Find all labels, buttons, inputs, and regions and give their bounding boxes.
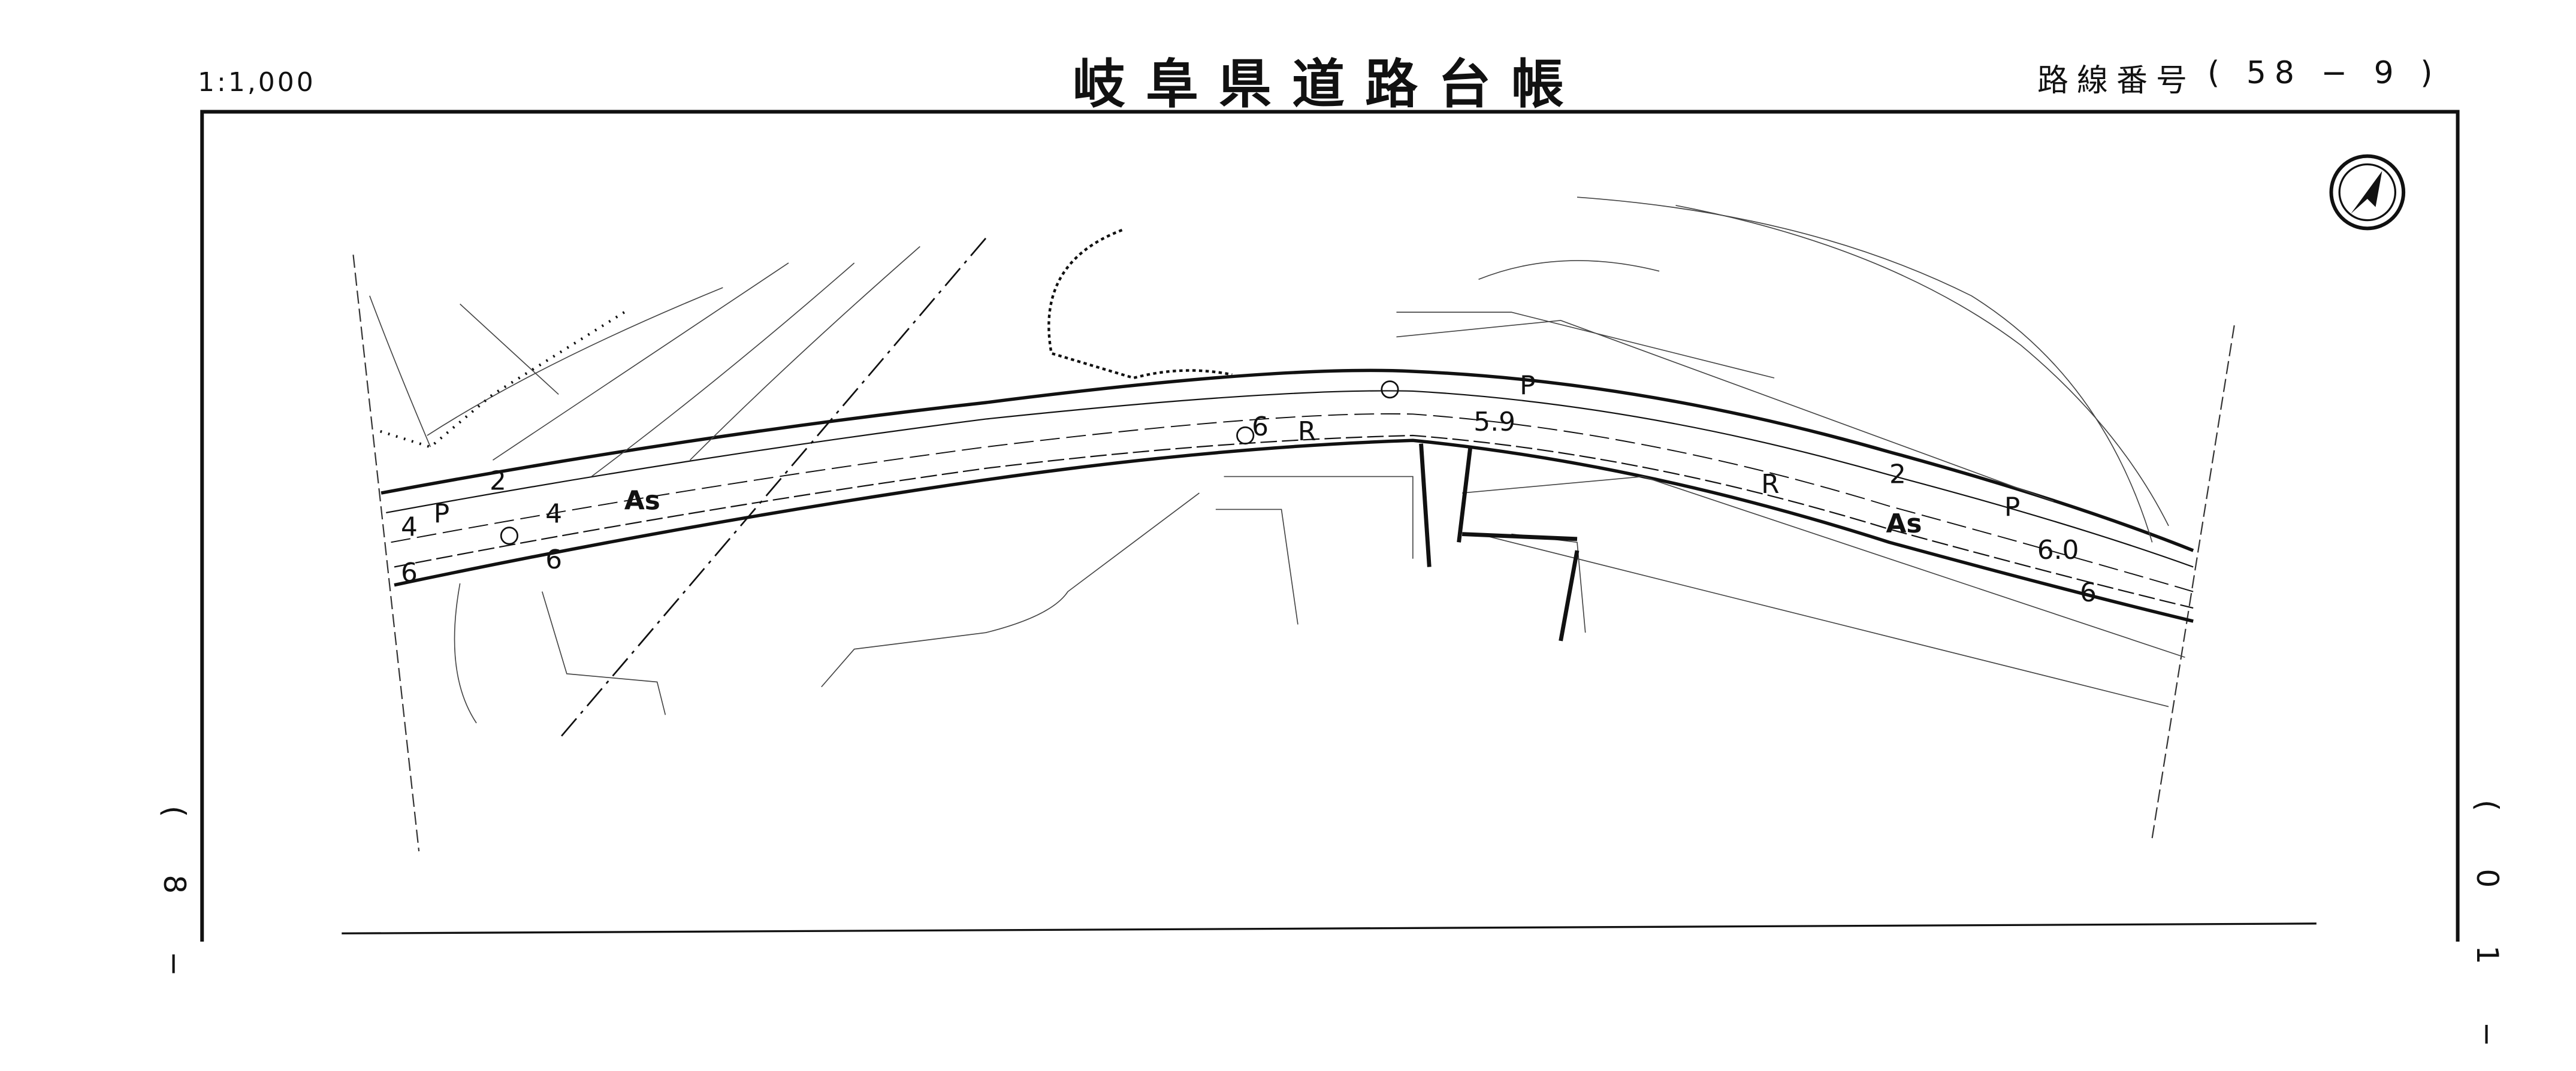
label-sidewalk: P bbox=[434, 498, 449, 529]
label-width: 2 bbox=[1889, 459, 1906, 490]
retaining-walls bbox=[1419, 443, 1580, 642]
route-number-value: ( 58 − 9 ) bbox=[2207, 55, 2441, 91]
page-title: 岐阜県道路台帳 bbox=[1073, 53, 1585, 115]
label-retaining: R bbox=[1298, 416, 1316, 447]
road-edge-lower bbox=[394, 438, 2194, 623]
bottom-line bbox=[342, 922, 2317, 934]
label-width: 6 bbox=[545, 544, 562, 575]
label-retaining: R bbox=[1761, 469, 1779, 500]
label-asphalt: As bbox=[1886, 509, 1922, 539]
label-sidewalk: P bbox=[1520, 370, 1535, 401]
road-edge-upper-inner bbox=[386, 390, 2194, 568]
road-centerline bbox=[391, 413, 2194, 592]
label-width: 2 bbox=[490, 466, 506, 497]
contour-lines bbox=[369, 196, 2185, 724]
label-width: 5.9 bbox=[1473, 407, 1515, 437]
label-width: 6.0 bbox=[2037, 535, 2079, 565]
survey-point-icon bbox=[1381, 380, 1399, 399]
label-width: 6 bbox=[1252, 412, 1269, 442]
survey-point-icon bbox=[1236, 426, 1255, 445]
label-width: 4 bbox=[401, 512, 418, 542]
road-map-drawing: P 2 As 4 6 4 6 6 R P 5.9 R 2 As P 6.0 6 bbox=[200, 110, 2460, 942]
survey-point-icon bbox=[500, 527, 519, 545]
label-width: 6 bbox=[401, 558, 418, 588]
label-width: 4 bbox=[545, 498, 562, 529]
north-arrow-icon bbox=[2329, 154, 2406, 231]
map-scale: 1:1,000 bbox=[198, 67, 316, 98]
slope-hatch bbox=[1047, 229, 1233, 380]
sheet-boundary-right bbox=[2151, 325, 2235, 839]
label-width: 6 bbox=[2080, 577, 2097, 608]
route-number: 路線番号 ( 58 − 9 ) bbox=[2037, 55, 2441, 100]
label-asphalt: As bbox=[624, 485, 660, 516]
road-edge-lower-inner bbox=[394, 434, 2194, 609]
dotted-fence bbox=[377, 311, 626, 449]
road-edge-upper bbox=[380, 368, 2194, 552]
label-sidewalk: P bbox=[2004, 492, 2020, 522]
boundary-line bbox=[558, 237, 987, 740]
route-number-label: 路線番号 bbox=[2037, 63, 2196, 99]
sheet-boundary-left bbox=[352, 255, 420, 852]
map-frame bbox=[200, 110, 2460, 942]
